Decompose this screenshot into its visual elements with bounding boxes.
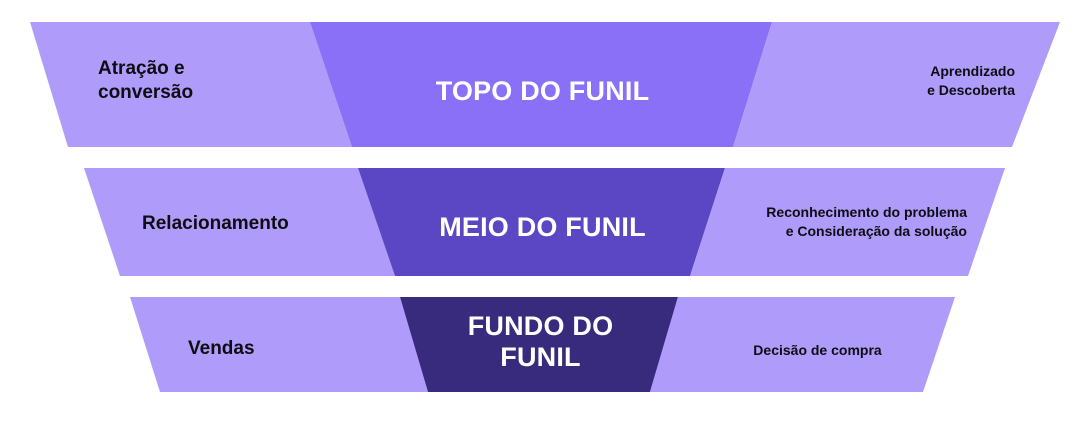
stage-2-left-label: Relacionamento bbox=[142, 213, 289, 234]
stage-2-right-wing bbox=[690, 168, 1005, 276]
stage-3-core bbox=[400, 297, 678, 392]
stage-2-core-title: MEIO DO FUNIL bbox=[439, 212, 646, 242]
stage-3-outcome-label: Decisão de compra bbox=[753, 342, 882, 358]
stage-1-left-label: Atração e conversão bbox=[98, 58, 194, 104]
stage-3-left-wing bbox=[130, 297, 428, 392]
stage-3-right-wing bbox=[650, 297, 955, 392]
stage-1-core-title: TOPO DO FUNIL bbox=[435, 76, 650, 106]
stage-3-left-label: Vendas bbox=[188, 338, 255, 359]
stage-1-core bbox=[310, 22, 772, 147]
stage-2-core bbox=[358, 168, 725, 276]
stage-2-left-wing bbox=[84, 168, 395, 276]
stage-3-core-title: FUNDO DO FUNIL bbox=[467, 311, 614, 373]
stage-2-outcome-label: Reconhecimento do problema e Consideraçã… bbox=[766, 204, 967, 239]
stage-1-right-wing bbox=[733, 22, 1060, 147]
stage-1-left-wing bbox=[30, 22, 352, 147]
stage-1-outcome-label: Aprendizado e Descoberta bbox=[927, 63, 1015, 98]
